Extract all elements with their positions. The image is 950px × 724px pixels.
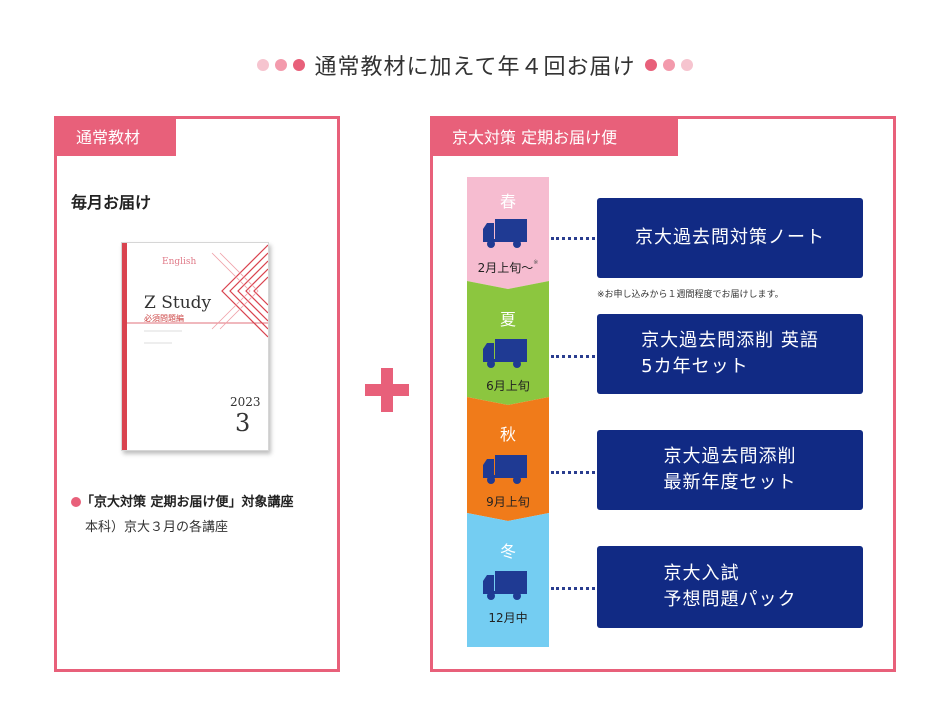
dot-icon — [256, 59, 269, 71]
dot-icon — [681, 59, 694, 71]
target-courses-label: 「京大対策 定期お届け便」対象講座 — [71, 491, 294, 510]
regular-materials-tab: 通常教材 — [54, 116, 176, 156]
season-date-winter: 12月中 — [488, 611, 528, 625]
page-heading: 通常教材に加えて年４回お届け — [0, 48, 950, 82]
target-courses-text: 「京大対策 定期お届け便」対象講座 — [81, 495, 294, 510]
dot-icon — [663, 59, 676, 71]
truck-icon — [483, 219, 527, 248]
connector-line — [551, 587, 595, 590]
plus-icon-bar — [365, 384, 409, 396]
product-box-winter: 京大入試 予想問題パック — [597, 546, 863, 628]
book-subtitle: 必須問題編 — [144, 314, 184, 323]
regular-materials-panel: 通常教材 毎月お届け English Z Study 必須問題編 2023 3 — [54, 116, 340, 672]
delivery-note: ※お申し込みから１週間程度でお届けします。 — [597, 290, 784, 300]
truck-icon — [483, 339, 527, 368]
heading-dots-left — [256, 59, 305, 71]
kyoto-delivery-tab: 京大対策 定期お届け便 — [430, 116, 678, 156]
connector-line — [551, 471, 595, 474]
season-name-spring: 春 — [499, 192, 516, 211]
heading-title: 通常教材に加えて年４回お届け — [314, 55, 636, 80]
product-name: 京大過去問添削 最新年度セット — [663, 446, 797, 493]
book-spine — [122, 243, 127, 450]
season-date-text: 2月上旬〜 — [477, 261, 534, 275]
asterisk-mark: ※ — [533, 259, 539, 266]
book-pattern-icon — [127, 244, 268, 344]
product-box-summer: 京大過去問添削 英語 5カ年セット — [597, 314, 863, 394]
bullet-dot-icon — [71, 497, 81, 507]
season-name-autumn: 秋 — [499, 425, 516, 444]
dot-icon — [292, 59, 305, 71]
connector-line — [551, 237, 595, 240]
season-date-autumn: 9月上旬 — [486, 495, 530, 509]
product-name: 京大過去問対策ノート — [635, 227, 825, 248]
truck-icon — [483, 571, 527, 600]
truck-icon — [483, 455, 527, 484]
season-name-summer: 夏 — [499, 310, 516, 329]
book-year: 2023 — [230, 395, 261, 409]
dot-icon — [645, 59, 658, 71]
season-date-spring: 2月上旬〜※ — [467, 259, 549, 276]
book-title: Z Study — [144, 293, 212, 313]
product-name: 京大入試 予想問題パック — [663, 563, 797, 610]
connector-line — [551, 355, 595, 358]
textbook-cover-image: English Z Study 必須問題編 2023 3 — [121, 242, 269, 451]
season-name-winter: 冬 — [499, 542, 516, 561]
book-small-label: English — [162, 257, 197, 267]
product-box-autumn: 京大過去問添削 最新年度セット — [597, 430, 863, 510]
dot-icon — [274, 59, 287, 71]
target-courses-sub: 本科）京大３月の各講座 — [85, 520, 229, 535]
monthly-delivery-label: 毎月お届け — [71, 193, 152, 212]
book-number: 3 — [235, 409, 251, 437]
kyoto-delivery-panel: 京大対策 定期お届け便 春 2月上旬〜※ 京大過去問対策ノート ※お申し込みから… — [430, 116, 896, 672]
product-name: 京大過去問添削 英語 5カ年セット — [641, 330, 819, 377]
season-date-summer: 6月上旬 — [486, 379, 530, 393]
heading-dots-right — [645, 59, 694, 71]
product-box-spring: 京大過去問対策ノート — [597, 198, 863, 278]
